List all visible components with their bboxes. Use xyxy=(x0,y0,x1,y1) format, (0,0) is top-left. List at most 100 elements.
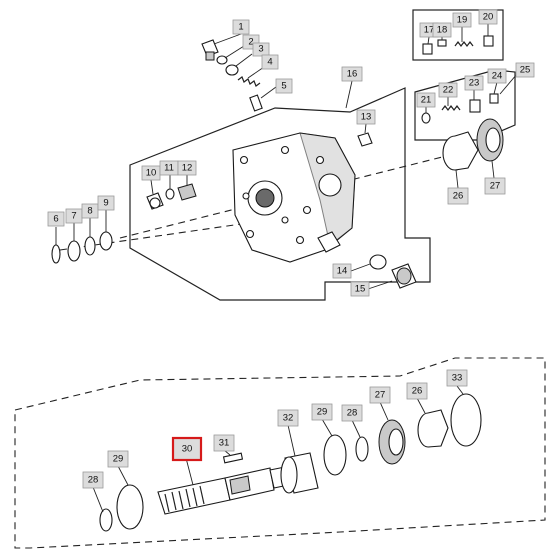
callout-23: 23 xyxy=(464,75,484,91)
svg-text:14: 14 xyxy=(337,266,348,277)
callout-28-lower-right: 28 xyxy=(341,404,363,422)
callout-22: 22 xyxy=(438,82,458,98)
svg-text:17: 17 xyxy=(424,25,435,36)
svg-text:7: 7 xyxy=(71,211,76,222)
svg-text:27: 27 xyxy=(490,181,501,192)
callout-15: 15 xyxy=(350,281,370,297)
key-31 xyxy=(222,452,244,464)
callout-7: 7 xyxy=(65,208,83,224)
svg-text:9: 9 xyxy=(103,198,108,209)
pin-18 xyxy=(437,39,447,47)
callout-27-lower: 27 xyxy=(369,386,391,404)
plug-20 xyxy=(483,35,494,47)
svg-text:15: 15 xyxy=(355,284,366,295)
seal-33 xyxy=(450,393,482,447)
callout-26-upper: 26 xyxy=(447,187,469,205)
axis-line-lower xyxy=(59,221,256,251)
ring-7 xyxy=(67,240,81,262)
spool-23 xyxy=(469,99,481,113)
svg-text:4: 4 xyxy=(267,57,272,68)
svg-text:11: 11 xyxy=(164,163,174,174)
callout-1: 1 xyxy=(232,19,250,35)
callout-19: 19 xyxy=(452,12,472,28)
callout-33: 33 xyxy=(446,369,468,387)
svg-text:33: 33 xyxy=(452,373,463,384)
drive-assembly-outline xyxy=(14,357,546,549)
svg-text:20: 20 xyxy=(483,12,494,23)
callout-16: 16 xyxy=(341,66,363,82)
svg-text:12: 12 xyxy=(182,163,193,174)
svg-text:23: 23 xyxy=(469,78,480,89)
svg-text:8: 8 xyxy=(87,206,92,217)
svg-text:2: 2 xyxy=(248,37,253,48)
svg-text:26: 26 xyxy=(412,386,423,397)
seal-29-lower-left xyxy=(116,484,144,530)
callout-28-lower-left: 28 xyxy=(82,471,104,489)
relief-valve-inset xyxy=(412,9,504,61)
leader-lines xyxy=(55,24,518,513)
svg-text:22: 22 xyxy=(443,85,454,96)
plunger-5 xyxy=(249,94,263,112)
snap-ring-6 xyxy=(51,244,61,264)
callout-12: 12 xyxy=(177,160,197,176)
svg-text:18: 18 xyxy=(437,25,448,36)
callout-11: 11 xyxy=(159,160,179,176)
svg-text:31: 31 xyxy=(219,438,230,449)
callout-5: 5 xyxy=(275,78,293,94)
callout-13: 13 xyxy=(356,109,376,125)
pump-assembly-outline xyxy=(129,87,431,301)
plug-15 xyxy=(391,263,417,289)
callout-8: 8 xyxy=(81,203,99,219)
callout-20: 20 xyxy=(478,9,498,25)
callout-25: 25 xyxy=(515,62,535,78)
callout-14: 14 xyxy=(332,263,352,279)
seal-9 xyxy=(99,231,113,251)
seal-29-lower-right xyxy=(323,434,347,476)
gear-27-upper xyxy=(476,118,504,162)
callout-30-highlighted: 30 xyxy=(171,436,203,462)
o-ring-14 xyxy=(369,254,387,270)
ring-8 xyxy=(84,236,96,256)
callout-10: 10 xyxy=(141,165,161,181)
svg-text:5: 5 xyxy=(281,81,286,92)
plug-13 xyxy=(357,132,373,147)
spring-22 xyxy=(441,105,461,111)
svg-text:21: 21 xyxy=(421,95,432,106)
plug-10 xyxy=(146,192,164,210)
pump-housing xyxy=(232,132,356,263)
callout-27-upper: 27 xyxy=(484,177,506,195)
callout-31: 31 xyxy=(213,434,235,452)
svg-text:29: 29 xyxy=(317,407,328,418)
callout-4: 4 xyxy=(261,54,279,70)
callout-3: 3 xyxy=(252,42,270,57)
svg-text:28: 28 xyxy=(347,408,358,419)
svg-text:24: 24 xyxy=(492,71,503,82)
svg-text:3: 3 xyxy=(258,44,263,55)
callout-32: 32 xyxy=(277,409,299,427)
bearing-32 xyxy=(280,452,319,494)
callout-24: 24 xyxy=(487,68,507,84)
callout-6: 6 xyxy=(47,211,65,227)
plug-24 xyxy=(489,93,499,104)
fitting-12 xyxy=(177,183,197,201)
callout-21: 21 xyxy=(416,92,436,108)
callout-9: 9 xyxy=(97,195,115,211)
svg-text:19: 19 xyxy=(457,15,468,26)
svg-text:27: 27 xyxy=(375,390,386,401)
ring-28-lower-left xyxy=(99,508,113,532)
bearing-26-lower xyxy=(417,409,449,448)
callout-26-lower: 26 xyxy=(406,382,428,400)
svg-text:30: 30 xyxy=(182,444,193,455)
svg-text:26: 26 xyxy=(453,191,464,202)
svg-text:29: 29 xyxy=(113,454,124,465)
gear-27-lower xyxy=(378,419,406,465)
bearing-26-upper xyxy=(442,131,479,171)
svg-text:25: 25 xyxy=(520,65,531,76)
o-ring-2 xyxy=(216,55,228,65)
svg-text:1: 1 xyxy=(238,22,243,33)
seal-21 xyxy=(421,112,431,124)
o-ring-11 xyxy=(165,188,175,200)
callout-18: 18 xyxy=(432,22,452,38)
svg-text:28: 28 xyxy=(88,475,99,486)
